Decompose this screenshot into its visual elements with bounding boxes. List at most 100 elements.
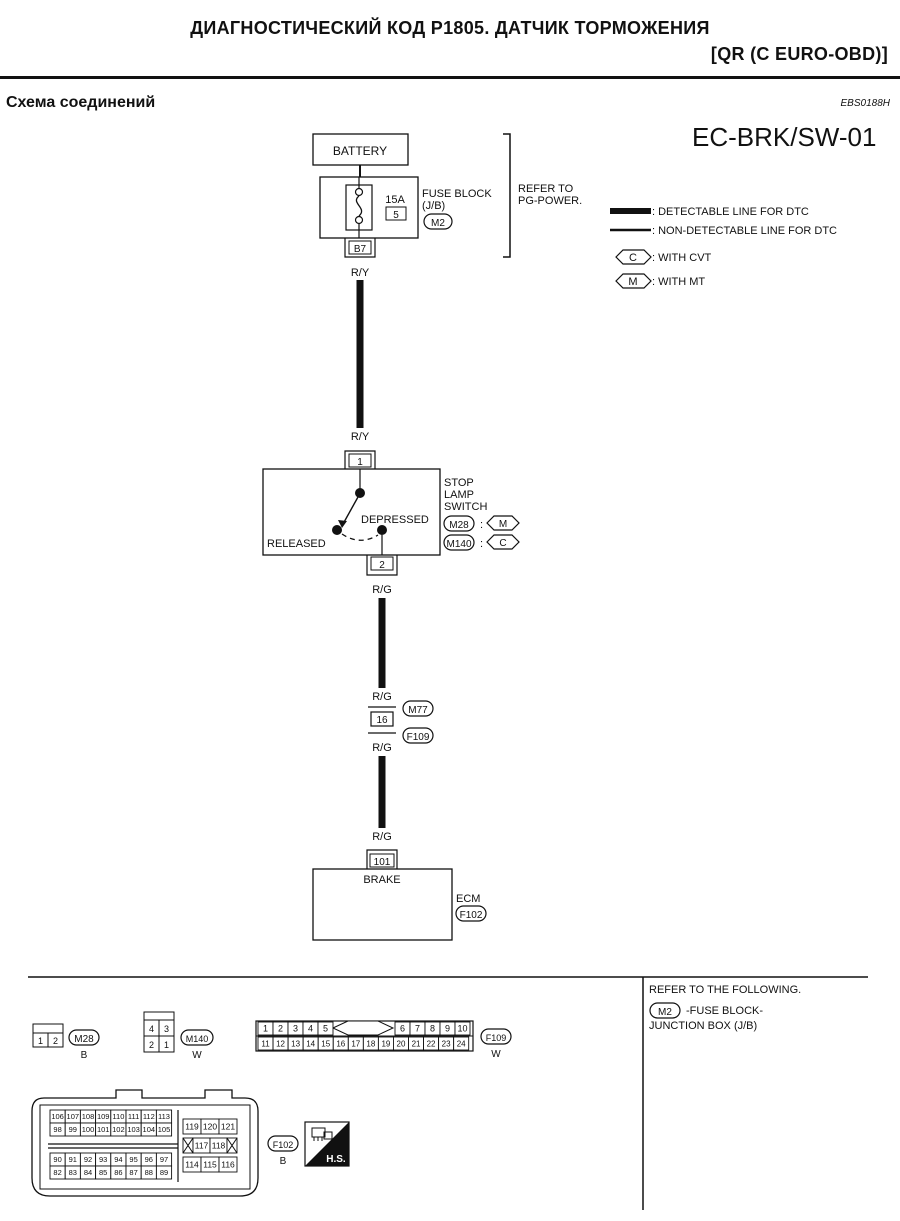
- battery-box: BATTERY: [312, 133, 409, 166]
- f109-pin-cell: [453, 1036, 470, 1051]
- f102-pin: 88: [145, 1168, 153, 1177]
- f102-pin: 83: [69, 1168, 77, 1177]
- fuse-block-label: FUSE BLOCK: [422, 188, 492, 200]
- m28-color: B: [81, 1050, 88, 1061]
- svg-text::: :: [480, 519, 483, 531]
- switch-arrow: [338, 520, 347, 528]
- joint-conn-bottom-oval: [402, 727, 434, 744]
- f102-pin: 84: [84, 1168, 92, 1177]
- switch-connector-mt: M28 : M: [443, 515, 520, 532]
- f109-pin: 15: [321, 1039, 330, 1048]
- hs-badge: H.S.: [304, 1121, 350, 1167]
- switch-label-2: LAMP: [444, 489, 474, 501]
- f102-pin: 93: [99, 1155, 107, 1164]
- f109-pin: 18: [366, 1039, 375, 1048]
- f102-pin: 101: [97, 1125, 110, 1134]
- connector-icon: [311, 1127, 333, 1141]
- fuse-connector-oval: [423, 213, 453, 230]
- f109-pin: 12: [276, 1039, 285, 1048]
- f109-pin-cell: [454, 1021, 471, 1036]
- fuse-connector: M2: [431, 218, 445, 229]
- f109-pin: 10: [457, 1024, 467, 1034]
- f102-pin: 114: [185, 1160, 199, 1170]
- svg-text:H.S.: H.S.: [326, 1154, 346, 1165]
- switch-connector-cvt: M140 : C: [443, 534, 520, 551]
- page-subtitle: [QR (C EURO-OBD)]: [710, 44, 888, 64]
- stop-lamp-switch: DEPRESSED RELEASED: [262, 468, 441, 556]
- f102-pin: 105: [158, 1125, 171, 1134]
- f102-pin: 119: [185, 1122, 199, 1132]
- switch-terminal-2: 2: [366, 555, 398, 576]
- reference-connector: M2: [658, 1007, 672, 1018]
- wire-color-rg-3: R/G: [372, 742, 392, 754]
- f102-pin: 97: [160, 1155, 168, 1164]
- f102-pin: 104: [143, 1125, 156, 1134]
- m140-pin: 1: [164, 1040, 169, 1050]
- ecm-connector-oval: [455, 905, 487, 922]
- page-title: ДИАГНОСТИЧЕСКИЙ КОД P1805. ДАТЧИК ТОРМОЖ…: [190, 18, 710, 38]
- refer-line2: PG-POWER.: [518, 195, 582, 207]
- m28-name: M28: [74, 1034, 94, 1045]
- f109-pin: 3: [293, 1024, 298, 1034]
- fuse-block-jb: (J/B): [422, 200, 445, 212]
- m28-pin: 2: [53, 1036, 58, 1046]
- f102-pin: 106: [51, 1112, 64, 1121]
- f109-pin: 6: [400, 1024, 405, 1034]
- reference-item-line1: -FUSE BLOCK-: [686, 1005, 763, 1017]
- m140-pin: 3: [164, 1024, 169, 1034]
- f109-pin: 23: [442, 1039, 451, 1048]
- wire-color-rg-2: R/G: [372, 691, 392, 703]
- wire-color-ry-bottom: R/Y: [351, 431, 370, 443]
- f102-pin: 108: [82, 1112, 95, 1121]
- sheet-id: EC-BRK/SW-01: [692, 122, 877, 152]
- legend: : DETECTABLE LINE FOR DTC : NON-DETECTAB…: [610, 206, 837, 289]
- f102-pin: 113: [158, 1112, 170, 1121]
- reference-heading: REFER TO THE FOLLOWING.: [649, 984, 801, 996]
- f102-blank-mark: [182, 1137, 194, 1154]
- f102-pin: 98: [53, 1125, 61, 1134]
- f109-pin: 9: [445, 1024, 450, 1034]
- f109-pin: 8: [430, 1024, 435, 1034]
- f109-key: [331, 1020, 395, 1036]
- joint-conn-top-oval: [402, 700, 434, 717]
- connector-m140: 4 3 2 1 M140 W: [143, 1011, 214, 1061]
- f102-pin: 94: [114, 1155, 122, 1164]
- f102-pin: 102: [112, 1125, 125, 1134]
- f102-pin: 109: [97, 1112, 110, 1121]
- released-label: RELEASED: [267, 538, 326, 550]
- f102-pin-cell: [218, 1118, 238, 1135]
- f102-name: F102: [273, 1140, 294, 1150]
- f102-pin: 96: [145, 1155, 153, 1164]
- svg-text:M: M: [499, 519, 507, 530]
- joint-connector: 16: [368, 706, 396, 734]
- f109-pin: 16: [336, 1039, 345, 1048]
- f102-pin: 115: [203, 1160, 217, 1170]
- f102-pin: 110: [112, 1112, 124, 1121]
- m140-pin: 4: [149, 1024, 154, 1034]
- svg-text:2: 2: [379, 560, 385, 571]
- f109-pin: 5: [323, 1024, 328, 1034]
- f109-pin: 19: [381, 1039, 390, 1048]
- fuse-terminal: B7: [344, 238, 376, 258]
- wire-color-rg-4: R/G: [372, 831, 392, 843]
- f109-pin: 7: [415, 1024, 420, 1034]
- battery-label: BATTERY: [333, 144, 387, 158]
- switch-label-3: SWITCH: [444, 501, 487, 513]
- f109-pin: 2: [278, 1024, 283, 1034]
- f102-pin: 82: [53, 1168, 61, 1177]
- f102-pin: 99: [69, 1125, 77, 1134]
- f109-pin: 1: [263, 1024, 268, 1034]
- doc-code: EBS0188H: [840, 98, 890, 109]
- section-title: Схема соединений: [6, 94, 156, 111]
- f102-pin: 117: [195, 1141, 209, 1151]
- ecm-box: BRAKE: [312, 868, 453, 941]
- f102-pin: 120: [203, 1122, 217, 1132]
- legend-detectable: : DETECTABLE LINE FOR DTC: [652, 206, 809, 218]
- f109-color: W: [491, 1049, 501, 1060]
- legend-cvt-symbol: C: [629, 252, 637, 264]
- f102-pin: 112: [143, 1112, 155, 1121]
- f102-pin: 107: [67, 1112, 80, 1121]
- f109-pin: 20: [397, 1039, 406, 1048]
- f109-pin: 4: [308, 1024, 313, 1034]
